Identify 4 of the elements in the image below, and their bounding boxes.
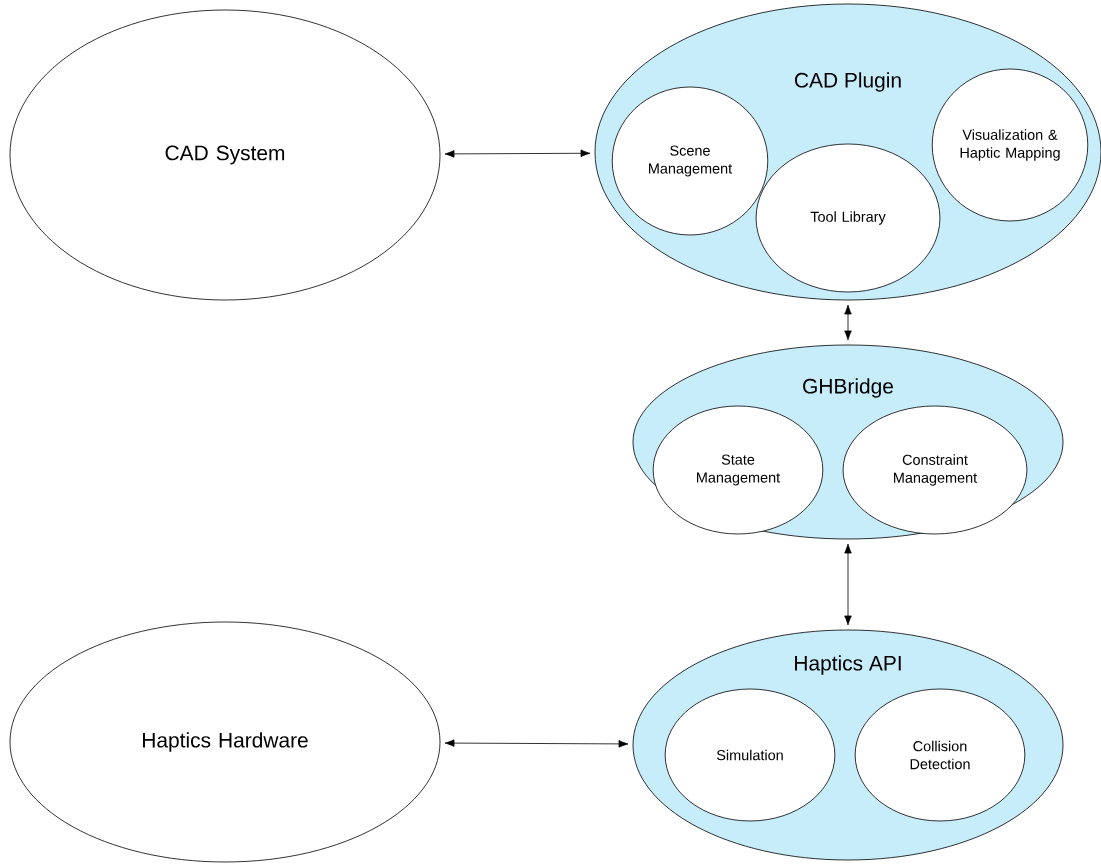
arrow: [444, 149, 591, 158]
arrow: [844, 543, 852, 626]
arrow: [444, 739, 629, 748]
arrow: [844, 304, 852, 341]
